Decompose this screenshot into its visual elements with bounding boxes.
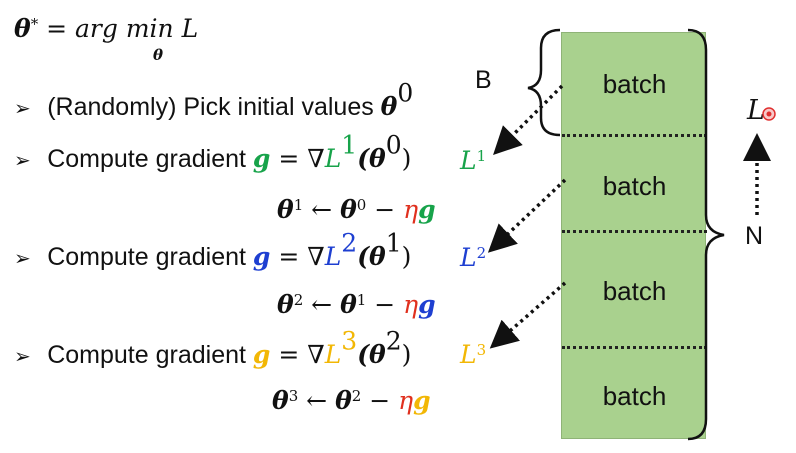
- minus: −: [361, 386, 399, 415]
- minus: −: [366, 290, 404, 319]
- theta-rhs: θ: [340, 290, 357, 319]
- arrow: ←: [303, 195, 341, 224]
- star-sup: *: [30, 14, 39, 33]
- loss-sup: 3: [476, 340, 487, 359]
- argmin: arg min: [75, 14, 174, 43]
- theta-lhs: θ: [277, 195, 294, 224]
- step-init: ➢ (Randomly) Pick initial values θ0: [14, 80, 413, 122]
- equals: =: [38, 14, 76, 43]
- data-column: batch batch batch batch: [561, 32, 707, 439]
- theta-symbol: θ: [380, 92, 398, 121]
- batch-label: batch: [602, 171, 667, 201]
- update-1: θ1 ← θ0 − ηg: [277, 195, 436, 224]
- loss-L: L: [324, 144, 342, 173]
- theta-sup: 0: [385, 130, 402, 160]
- batch-brace: [527, 28, 561, 137]
- arrow: ←: [303, 290, 341, 319]
- update-2: θ2 ← θ1 − ηg: [277, 290, 436, 319]
- theta-symbol: θ: [14, 14, 31, 43]
- bullet-icon: ➢: [14, 148, 31, 172]
- eta: η: [403, 195, 419, 224]
- step-text: (Randomly) Pick initial values: [47, 93, 381, 121]
- loss-sup: 3: [341, 326, 358, 356]
- loss-L: L: [324, 340, 342, 369]
- loss-sup: 2: [341, 228, 358, 258]
- gradient-g: g: [418, 290, 436, 319]
- rhs-sup: 2: [351, 386, 362, 405]
- loss-L: L: [460, 340, 477, 369]
- eta: η: [403, 290, 419, 319]
- batch-size-label: B: [475, 66, 492, 94]
- bullet-icon: ➢: [14, 344, 31, 368]
- batch-loss-1: L1: [460, 146, 486, 175]
- lhs-sup: 3: [288, 386, 299, 405]
- arrow-batch1-loss1: [493, 84, 564, 155]
- theta-sup: 0: [397, 78, 414, 108]
- theta-arg: (θ: [357, 340, 386, 369]
- theta-lhs: θ: [272, 386, 289, 415]
- theta-lhs: θ: [277, 290, 294, 319]
- argmin-subscript: θ: [153, 46, 164, 64]
- loss-L: L: [460, 243, 477, 272]
- theta-arg: (θ: [357, 144, 386, 173]
- batch-label: batch: [602, 276, 667, 306]
- objective-formula: θ* = arg min L: [14, 14, 198, 43]
- gradient-g: g: [418, 195, 436, 224]
- gradient-g: g: [252, 340, 271, 369]
- batch-divider: [562, 346, 707, 349]
- dataset-brace: [687, 28, 725, 441]
- rhs-sup: 1: [356, 290, 367, 309]
- close-paren: ): [401, 144, 412, 173]
- loss-L: L: [460, 146, 477, 175]
- lhs-sup: 2: [293, 290, 304, 309]
- step-text: Compute gradient: [47, 145, 253, 173]
- batch-loss-3: L3: [460, 340, 486, 369]
- theta-sup: 2: [385, 326, 402, 356]
- loss-L: L: [181, 14, 199, 43]
- eta: η: [398, 386, 414, 415]
- theta-rhs: θ: [335, 386, 352, 415]
- arrow-batch2-loss2: [487, 178, 567, 253]
- batch-divider: [562, 134, 707, 137]
- gradient-g: g: [252, 242, 271, 271]
- loss-sup: 1: [476, 146, 487, 165]
- batch-divider: [562, 230, 707, 233]
- arrow: ←: [298, 386, 336, 415]
- rhs-sup: 0: [356, 195, 367, 214]
- equals-nabla: = ∇: [270, 242, 325, 271]
- gradient-g: g: [413, 386, 431, 415]
- loss-sup: 2: [476, 243, 487, 262]
- total-loss-label: L: [747, 95, 765, 126]
- bullet-icon: ➢: [14, 246, 31, 270]
- loss-L: L: [324, 242, 342, 271]
- batch-label: batch: [602, 381, 667, 411]
- step-gradient-2: ➢ Compute gradient g = ∇L2(θ1): [14, 230, 412, 272]
- equals-nabla: = ∇: [270, 340, 325, 369]
- gradient-g: g: [252, 144, 271, 173]
- bullet-icon: ➢: [14, 96, 31, 120]
- batch-label: batch: [602, 69, 667, 99]
- theta-arg: (θ: [357, 242, 386, 271]
- lhs-sup: 1: [293, 195, 304, 214]
- theta-rhs: θ: [340, 195, 357, 224]
- update-3: θ3 ← θ2 − ηg: [272, 386, 431, 415]
- arrow-batch3-loss3: [489, 281, 567, 349]
- step-gradient-3: ➢ Compute gradient g = ∇L3(θ2): [14, 328, 412, 370]
- loss-sup: 1: [341, 130, 358, 160]
- step-gradient-1: ➢ Compute gradient g = ∇L1(θ0): [14, 132, 412, 174]
- close-paren: ): [401, 242, 412, 271]
- batch-loss-2: L2: [460, 243, 486, 272]
- equals-nabla: = ∇: [270, 144, 325, 173]
- minus: −: [366, 195, 404, 224]
- step-text: Compute gradient: [47, 341, 253, 369]
- step-text: Compute gradient: [47, 243, 253, 271]
- theta-sup: 1: [385, 228, 402, 258]
- dataset-size-label: N: [745, 222, 764, 250]
- close-paren: ): [401, 340, 412, 369]
